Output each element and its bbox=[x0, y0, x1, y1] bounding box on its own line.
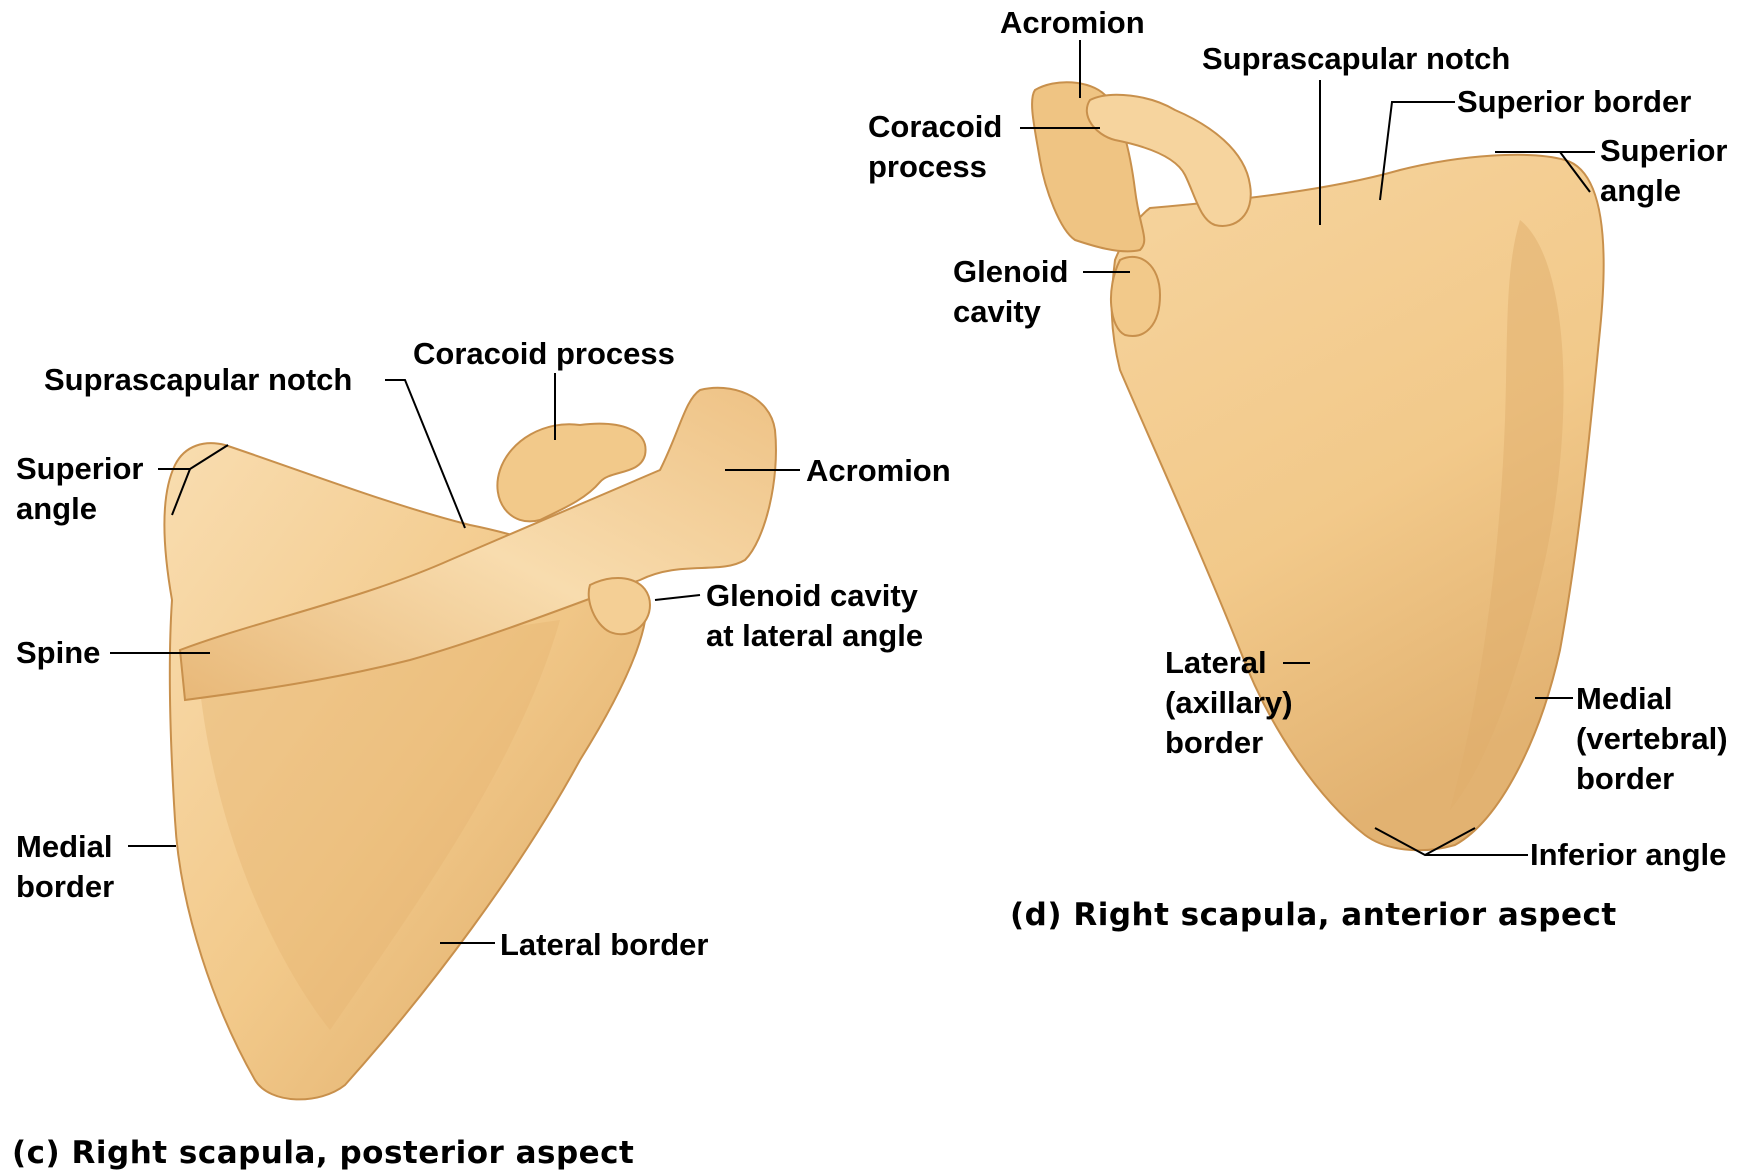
label-post-glenoid-line2: at lateral angle bbox=[706, 616, 923, 656]
label-ant-glenoid-line2: cavity bbox=[953, 292, 1041, 332]
label-post-superior-angle-line1: Superior bbox=[16, 449, 143, 489]
caption-posterior: (c) Right scapula, posterior aspect bbox=[12, 1133, 634, 1173]
label-ant-suprascapular-notch: Suprascapular notch bbox=[1202, 39, 1510, 79]
label-ant-medial-border-line1: Medial bbox=[1576, 679, 1672, 719]
label-ant-coracoid-line2: process bbox=[868, 147, 987, 187]
label-ant-lateral-border-line1: Lateral bbox=[1165, 643, 1267, 683]
label-post-medial-border-line1: Medial bbox=[16, 827, 112, 867]
caption-anterior: (d) Right scapula, anterior aspect bbox=[1010, 895, 1617, 935]
label-post-superior-angle-line2: angle bbox=[16, 489, 97, 529]
posterior-scapula-illustration bbox=[164, 388, 776, 1100]
label-post-suprascapular-notch: Suprascapular notch bbox=[44, 360, 352, 400]
label-post-glenoid-line1: Glenoid cavity bbox=[706, 576, 918, 616]
label-ant-superior-border: Superior border bbox=[1457, 82, 1691, 122]
anterior-scapula-illustration bbox=[1032, 82, 1604, 850]
label-ant-superior-angle-line1: Superior bbox=[1600, 131, 1727, 171]
label-ant-inferior-angle: Inferior angle bbox=[1530, 835, 1726, 875]
label-ant-lateral-border-line3: border bbox=[1165, 723, 1263, 763]
label-post-coracoid-process: Coracoid process bbox=[413, 334, 675, 374]
label-ant-superior-angle-line2: angle bbox=[1600, 171, 1681, 211]
label-post-acromion: Acromion bbox=[806, 451, 951, 491]
label-ant-medial-border-line2: (vertebral) bbox=[1576, 719, 1728, 759]
label-ant-glenoid-line1: Glenoid bbox=[953, 252, 1068, 292]
label-ant-medial-border-line3: border bbox=[1576, 759, 1674, 799]
leader-post-glenoid bbox=[655, 595, 700, 600]
label-ant-coracoid-line1: Coracoid bbox=[868, 107, 1002, 147]
label-ant-lateral-border-line2: (axillary) bbox=[1165, 683, 1293, 723]
label-post-medial-border-line2: border bbox=[16, 867, 114, 907]
label-ant-acromion: Acromion bbox=[1000, 3, 1145, 43]
anterior-glenoid bbox=[1111, 257, 1160, 336]
label-post-lateral-border: Lateral border bbox=[500, 925, 708, 965]
label-post-spine: Spine bbox=[16, 633, 100, 673]
